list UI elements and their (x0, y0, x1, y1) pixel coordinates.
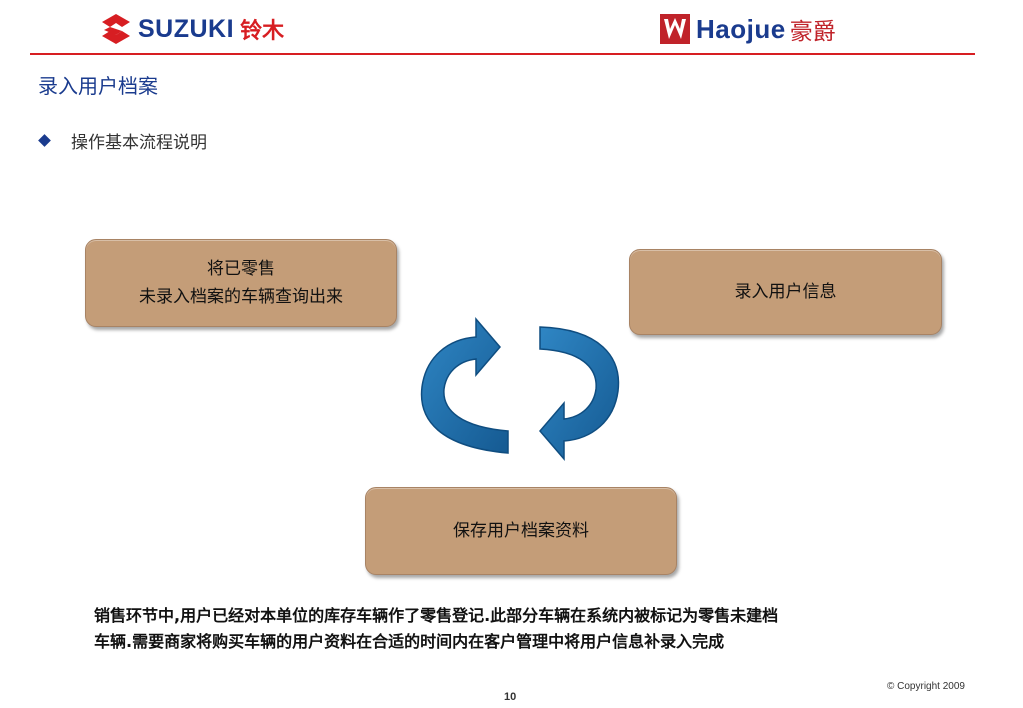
flow-step-query-line2: 未录入档案的车辆查询出来 (139, 287, 343, 307)
suzuki-logo-text: SUZUKI (138, 14, 235, 43)
flow-step-query-vehicles: 将已零售 未录入档案的车辆查询出来 (85, 239, 397, 327)
cycle-arrows-icon (420, 316, 620, 462)
diamond-bullet-icon (38, 134, 51, 147)
haojue-logo-text: Haojue (696, 13, 786, 44)
description-line-2: 车辆.需要商家将购买车辆的用户资料在合适的时间内在客户管理中将用户信息补录入完成 (94, 632, 725, 651)
header-divider (30, 53, 975, 55)
suzuki-logo: SUZUKI 铃木 (100, 12, 284, 46)
bullet-text: 操作基本流程说明 (71, 133, 207, 153)
page-number: 10 (504, 691, 517, 703)
haojue-logo: Haojue 豪爵 (660, 12, 836, 46)
suzuki-logo-cn: 铃木 (240, 19, 285, 44)
flow-step-save-profile: 保存用户档案资料 (365, 487, 677, 575)
flow-step-enter-user-info: 录入用户信息 (629, 249, 942, 335)
bullet-item: 操作基本流程说明 (38, 128, 207, 153)
haojue-logo-cn: 豪爵 (789, 19, 836, 45)
flow-step-enter-label: 录入用户信息 (734, 282, 837, 302)
suzuki-s-icon (102, 14, 130, 44)
cycle-arrow-right (539, 326, 620, 462)
page-title: 录入用户档案 (38, 74, 158, 98)
description-paragraph: 销售环节中,用户已经对本单位的库存车辆作了零售登记.此部分车辆在系统内被标记为零… (94, 603, 999, 655)
haojue-w-icon (660, 14, 690, 44)
flow-step-query-line1: 将已零售 (207, 259, 275, 279)
copyright-text: © Copyright 2009 (887, 681, 965, 692)
description-line-1: 销售环节中,用户已经对本单位的库存车辆作了零售登记.此部分车辆在系统内被标记为零… (94, 606, 779, 625)
cycle-arrow-left (420, 316, 509, 454)
flow-step-save-label: 保存用户档案资料 (453, 521, 589, 541)
